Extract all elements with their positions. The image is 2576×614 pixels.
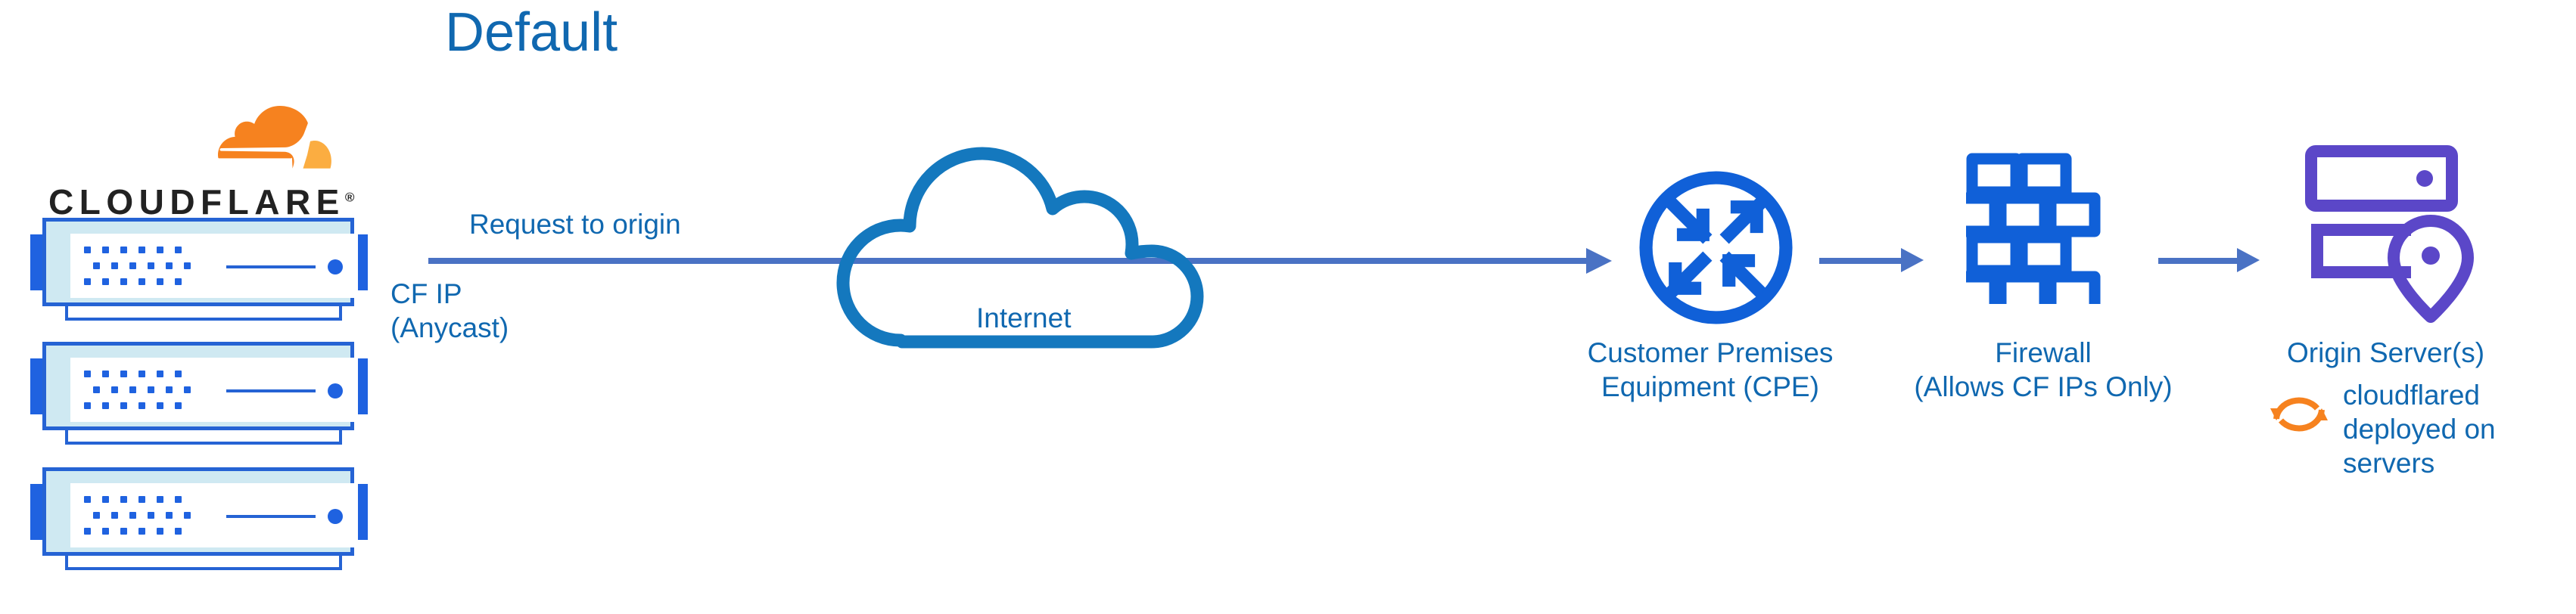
server-body (42, 218, 358, 306)
internet-cloud-icon (836, 147, 1204, 349)
server-base (65, 429, 342, 445)
rack-server-2 (30, 342, 368, 448)
server-led-icon (328, 259, 343, 274)
label-firewall: Firewall (Allows CF IPs Only) (1899, 336, 2187, 404)
server-slot-line (226, 389, 316, 392)
label-cpe-line1: Customer Premises (1587, 337, 1834, 368)
server-rack-location-pin-icon (2305, 145, 2474, 323)
rack-server-1 (30, 218, 368, 324)
label-firewall-line2: (Allows CF IPs Only) (1914, 371, 2173, 402)
label-request-to-origin: Request to origin (469, 209, 681, 240)
server-slot-line (226, 265, 316, 268)
label-cpe-line2: Equipment (CPE) (1601, 371, 1819, 402)
label-cloudflared-line2: deployed on (2343, 414, 2496, 445)
arrow-edge-to-cpe-head-icon (1586, 248, 1612, 274)
brick-wall-icon (1966, 153, 2101, 304)
server-tab-left (30, 234, 45, 290)
arrow-cpe-to-firewall-line (1819, 258, 1904, 264)
rack-server-3 (30, 467, 368, 573)
circular-sync-arrows-icon (2270, 397, 2328, 432)
router-four-arrows-circle-icon (1639, 171, 1793, 324)
arrow-firewall-to-origin-head-icon (2237, 248, 2260, 272)
cloudflare-logo: CLOUDFLARE® (36, 106, 354, 222)
arrow-edge-to-cpe-line (428, 258, 1592, 264)
server-body (42, 342, 358, 430)
label-origin-server: Origin Server(s) (2287, 337, 2485, 368)
server-slot-line (226, 515, 316, 518)
label-cf-ip-line1: CF IP (390, 278, 462, 309)
label-internet: Internet (976, 302, 1072, 333)
server-base (65, 555, 342, 570)
cloudflare-cloud-logo-icon (218, 106, 331, 169)
server-vent-dots-icon (84, 371, 198, 410)
cloudflare-wordmark: CLOUDFLARE® (48, 181, 354, 222)
server-tab-left (30, 358, 45, 414)
label-cloudflared-note: cloudflared deployed on servers (2343, 378, 2570, 480)
label-cloudflared-line3: servers (2343, 448, 2435, 479)
label-cf-ip: CF IP (Anycast) (390, 277, 509, 345)
server-vent-dots-icon (84, 247, 198, 286)
label-cloudflared-line1: cloudflared (2343, 380, 2481, 411)
server-led-icon (328, 383, 343, 398)
registered-mark: ® (344, 190, 355, 205)
server-vent-dots-icon (84, 496, 198, 535)
page-title: Default (445, 2, 618, 63)
server-base (65, 305, 342, 321)
server-tab-left (30, 484, 45, 540)
label-firewall-line1: Firewall (1995, 337, 2092, 368)
arrow-cpe-to-firewall-head-icon (1901, 248, 1924, 272)
label-cpe: Customer Premises Equipment (CPE) (1551, 336, 1869, 404)
arrow-firewall-to-origin-line (2158, 258, 2240, 264)
cloudflare-wordmark-text: CLOUDFLARE (48, 182, 345, 222)
label-cf-ip-line2: (Anycast) (390, 312, 509, 343)
server-body (42, 467, 358, 556)
server-led-icon (328, 509, 343, 524)
